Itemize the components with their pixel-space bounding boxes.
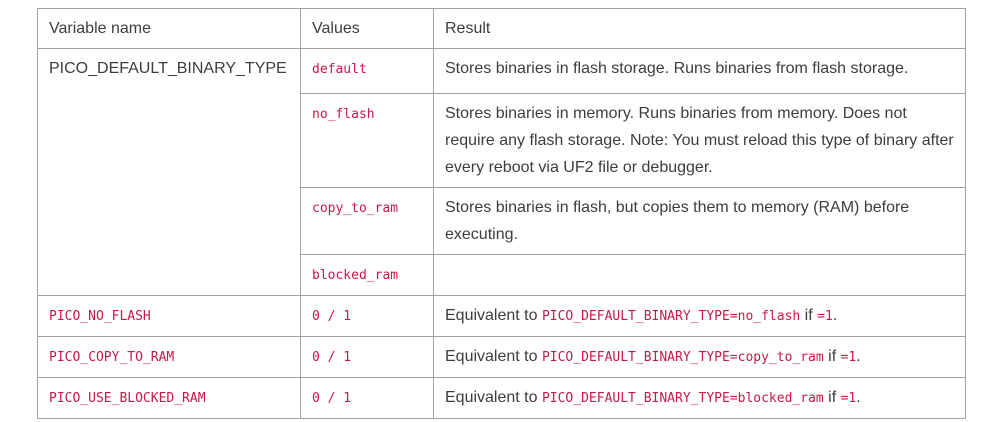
code-equivalent-copy-to-ram: PICO_DEFAULT_BINARY_TYPE=copy_to_ram [541,350,824,365]
row-binary-type-blocked-ram: blocked_ram [38,254,966,296]
code-variable-pico-copy-to-ram: PICO_COPY_TO_RAM [49,350,175,365]
result-text-prefix: Equivalent to [445,389,542,406]
values-cell-pico-copy-to-ram: 0 / 1 [300,336,434,378]
value-cell-copy-to-ram: copy_to_ram [300,187,434,255]
code-value-default: default [312,62,367,77]
code-value-no-flash: no_flash [312,107,375,122]
code-condition: =1 [840,350,857,365]
row-binary-type-copy-to-ram: copy_to_ram Stores binaries in flash, bu… [38,187,966,255]
code-value-copy-to-ram: copy_to_ram [312,201,399,216]
result-text-suffix: . [832,307,838,324]
values-cell-pico-no-flash: 0 / 1 [300,295,434,337]
code-values-pico-copy-to-ram: 0 / 1 [312,350,352,365]
result-cell-no-flash: Stores binaries in memory. Runs binaries… [433,93,966,188]
code-equivalent-blocked-ram: PICO_DEFAULT_BINARY_TYPE=blocked_ram [541,391,824,406]
row-pico-copy-to-ram: PICO_COPY_TO_RAM 0 / 1 Equivalent to PIC… [37,336,966,378]
result-cell-copy-to-ram: Stores binaries in flash, but copies the… [433,187,966,255]
code-equivalent-no-flash: PICO_DEFAULT_BINARY_TYPE=no_flash [541,309,801,324]
code-values-pico-no-flash: 0 / 1 [312,309,352,324]
result-cell-pico-use-blocked-ram: Equivalent to PICO_DEFAULT_BINARY_TYPE=b… [433,377,966,419]
col-header-result: Result [433,8,966,49]
result-text-mid: if [823,389,841,406]
result-text-prefix: Equivalent to [445,307,542,324]
value-cell-no-flash: no_flash [300,93,434,188]
variable-cell-pico-copy-to-ram: PICO_COPY_TO_RAM [37,336,301,378]
variables-table: Variable name Values Result PICO_DEFAULT… [37,8,966,419]
header-row: Variable name Values Result [37,8,966,49]
code-condition: =1 [817,309,833,324]
result-text-mid: if [800,307,818,324]
result-text-prefix: Equivalent to [445,348,542,365]
variable-cell-pico-default-binary-type: PICO_DEFAULT_BINARY_TYPE [37,48,301,296]
result-cell-blocked-ram [433,254,966,296]
result-cell-pico-copy-to-ram: Equivalent to PICO_DEFAULT_BINARY_TYPE=c… [433,336,966,378]
variable-cell-pico-no-flash: PICO_NO_FLASH [37,295,301,337]
col-header-variable-name: Variable name [37,8,301,49]
value-cell-blocked-ram: blocked_ram [300,254,434,296]
col-header-values: Values [300,8,434,49]
values-cell-pico-use-blocked-ram: 0 / 1 [300,377,434,419]
code-variable-pico-use-blocked-ram: PICO_USE_BLOCKED_RAM [49,391,206,406]
code-condition: =1 [840,391,857,406]
row-binary-type-default: PICO_DEFAULT_BINARY_TYPE default Stores … [37,48,966,296]
code-variable-pico-no-flash: PICO_NO_FLASH [49,309,151,324]
result-text-suffix: . [856,348,861,365]
value-cell-default: default [300,48,434,94]
code-value-blocked-ram: blocked_ram [312,268,399,283]
row-binary-type-no-flash: no_flash Stores binaries in memory. Runs… [38,93,966,188]
variable-cell-pico-use-blocked-ram: PICO_USE_BLOCKED_RAM [37,377,301,419]
result-text-suffix: . [856,389,861,406]
result-text-mid: if [823,348,841,365]
result-cell-pico-no-flash: Equivalent to PICO_DEFAULT_BINARY_TYPE=n… [433,295,966,337]
code-values-pico-use-blocked-ram: 0 / 1 [312,391,352,406]
row-pico-use-blocked-ram: PICO_USE_BLOCKED_RAM 0 / 1 Equivalent to… [37,377,966,419]
result-cell-default: Stores binaries in flash storage. Runs b… [433,48,966,94]
row-pico-no-flash: PICO_NO_FLASH 0 / 1 Equivalent to PICO_D… [37,295,966,337]
